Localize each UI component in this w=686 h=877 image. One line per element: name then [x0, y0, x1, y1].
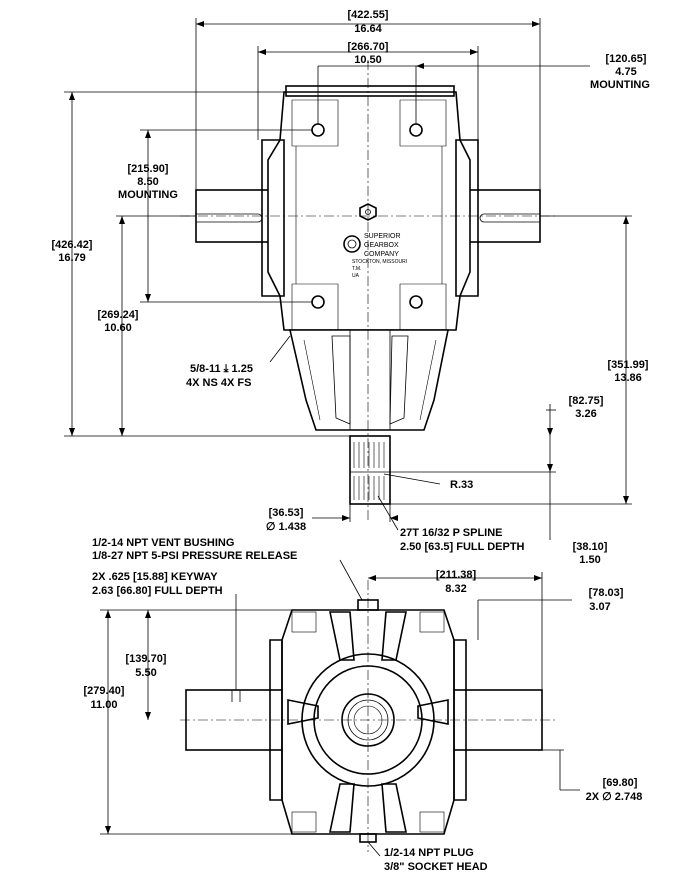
- note-vent-2: 1/8-27 NPT 5-PSI PRESSURE RELEASE: [92, 550, 297, 562]
- dim-housing-width-in: 10.50: [354, 54, 382, 66]
- dim-bottom-offset-in: 3.07: [589, 601, 610, 613]
- dim-shaft-diameter-in: ∅ 1.438: [266, 521, 306, 533]
- note-plug-1: 1/2-14 NPT PLUG: [384, 847, 474, 859]
- dim-overall-height-mm: [426.42]: [52, 239, 93, 251]
- dim-bottom-offset-mm: [78.03]: [589, 587, 624, 599]
- dim-mounting-right-note: MOUNTING: [590, 79, 650, 91]
- front-view-notes: 1/2-14 NPT VENT BUSHING 1/8-27 NPT 5-PSI…: [92, 537, 488, 873]
- svg-text:GEARBOX: GEARBOX: [364, 242, 399, 249]
- note-plug-2: 3/8" SOCKET HEAD: [384, 861, 488, 873]
- dim-mounting-right-in: 4.75: [615, 66, 636, 78]
- dim-spline-end-mm: [38.10]: [573, 541, 608, 553]
- dim-output-height-in: 13.86: [614, 372, 642, 384]
- dim-bottom-width-mm: [211.38]: [436, 569, 477, 581]
- svg-text:STOCKTON, MISSOURI: STOCKTON, MISSOURI: [352, 259, 407, 265]
- front-view: [180, 580, 556, 852]
- front-view-dimensions: [211.38] 8.32 [78.03] 3.07 [139.70] 5.50…: [84, 569, 643, 835]
- note-spline-2: 2.50 [63.5] FULL DEPTH: [400, 541, 525, 553]
- dim-overall-width-mm: [422.55]: [348, 9, 389, 21]
- dim-shaft-length-mm: [82.75]: [569, 395, 604, 407]
- dim-spline-radius: R.33: [450, 479, 473, 491]
- svg-text:COMPANY: COMPANY: [364, 251, 399, 258]
- dim-spline-end-in: 1.50: [579, 554, 600, 566]
- company-logo: SUPERIOR GEARBOX COMPANY STOCKTON, MISSO…: [343, 233, 407, 279]
- dim-overall-height-in: 16.79: [58, 252, 86, 264]
- side-view-notes: 5/8-11 ⤓ 1.25 4X NS 4X FS 27T 16/32 P SP…: [186, 335, 525, 553]
- note-keyway-2: 2.63 [66.80] FULL DEPTH: [92, 585, 223, 597]
- dim-overall-width-in: 16.64: [354, 23, 382, 35]
- dim-bottom-width-in: 8.32: [445, 583, 466, 595]
- dim-mounting-left-note: MOUNTING: [118, 189, 178, 201]
- dim-bottom-height-mm: [279.40]: [84, 685, 125, 697]
- dim-shaft-centerline-mm: [269.24]: [98, 309, 139, 321]
- note-tapped-holes-2: 4X NS 4X FS: [186, 377, 251, 389]
- dim-bottom-height-in: 11.00: [91, 699, 118, 711]
- note-spline-1: 27T 16/32 P SPLINE: [400, 527, 503, 539]
- dim-shaft-diameter-mm: [36.53]: [269, 507, 304, 519]
- dim-bottom-center-in: 5.50: [135, 667, 156, 679]
- dim-shaft-dia-bottom-mm: [69.80]: [603, 777, 638, 789]
- spline-teeth: [353, 442, 385, 500]
- side-view-dimensions: [422.55] 16.64 [266.70] 10.50 [120.65] 4…: [52, 9, 650, 566]
- side-view: SUPERIOR GEARBOX COMPANY STOCKTON, MISSO…: [180, 60, 556, 520]
- note-vent-1: 1/2-14 NPT VENT BUSHING: [92, 537, 234, 549]
- dim-mounting-right-mm: [120.65]: [606, 53, 647, 65]
- dim-mounting-left-in: 8.50: [137, 176, 158, 188]
- dim-output-height-mm: [351.99]: [608, 359, 649, 371]
- note-keyway-1: 2X .625 [15.88] KEYWAY: [92, 571, 218, 583]
- dim-shaft-length-in: 3.26: [575, 408, 596, 420]
- dim-housing-width-mm: [266.70]: [348, 41, 389, 53]
- dim-shaft-dia-bottom-in: 2X ∅ 2.748: [586, 791, 643, 803]
- dim-mounting-left-mm: [215.90]: [128, 163, 169, 175]
- svg-text:T.M.: T.M.: [352, 266, 361, 272]
- svg-text:SUPERIOR: SUPERIOR: [364, 233, 401, 240]
- note-tapped-holes-1: 5/8-11 ⤓ 1.25: [190, 363, 253, 375]
- dim-bottom-center-mm: [139.70]: [126, 653, 167, 665]
- dim-shaft-centerline-in: 10.60: [104, 322, 132, 334]
- svg-text:UA: UA: [352, 273, 360, 279]
